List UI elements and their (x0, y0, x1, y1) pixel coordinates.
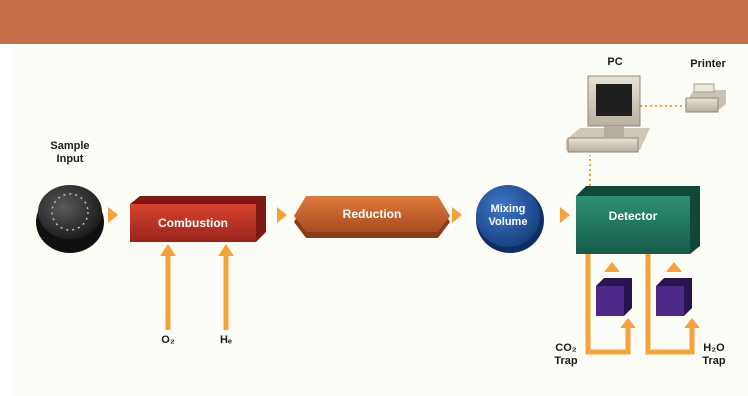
combustion-label: Combustion (158, 215, 228, 230)
detector-box (576, 186, 700, 254)
top-border-band (0, 0, 748, 44)
co2-trap-arrows (604, 262, 636, 328)
mixing-volume-sphere (476, 185, 544, 253)
pc-label: PC (607, 56, 623, 68)
h2o-trap-cube (656, 278, 692, 316)
mixing-volume-label: Mixing Volume (488, 203, 528, 228)
h2o-trap-loop (645, 254, 695, 355)
h2o-trap-arrows (666, 262, 700, 328)
flow-arrows (108, 207, 570, 223)
he-label: Hₑ (219, 334, 233, 346)
gas-inlet-arrowheads (160, 244, 234, 256)
printer-icon (685, 83, 726, 113)
co2-trap-loop (585, 254, 631, 355)
printer-label: Printer (690, 58, 726, 70)
sample-input-disk (36, 185, 104, 253)
detector-label: Detector (608, 208, 658, 223)
sample-input-label: Sample Input (50, 140, 90, 165)
co2-trap-cube (596, 278, 632, 316)
o2-label: O₂ (161, 334, 175, 346)
gas-inlets (165, 256, 229, 330)
combustion-box (130, 196, 266, 242)
h2o-trap-label: H₂O Trap (702, 342, 726, 367)
reduction-label: Reduction (342, 206, 402, 221)
reduction-tube (294, 196, 450, 238)
co2-trap-label: CO₂ Trap (554, 342, 578, 367)
pc-icon (566, 75, 650, 153)
